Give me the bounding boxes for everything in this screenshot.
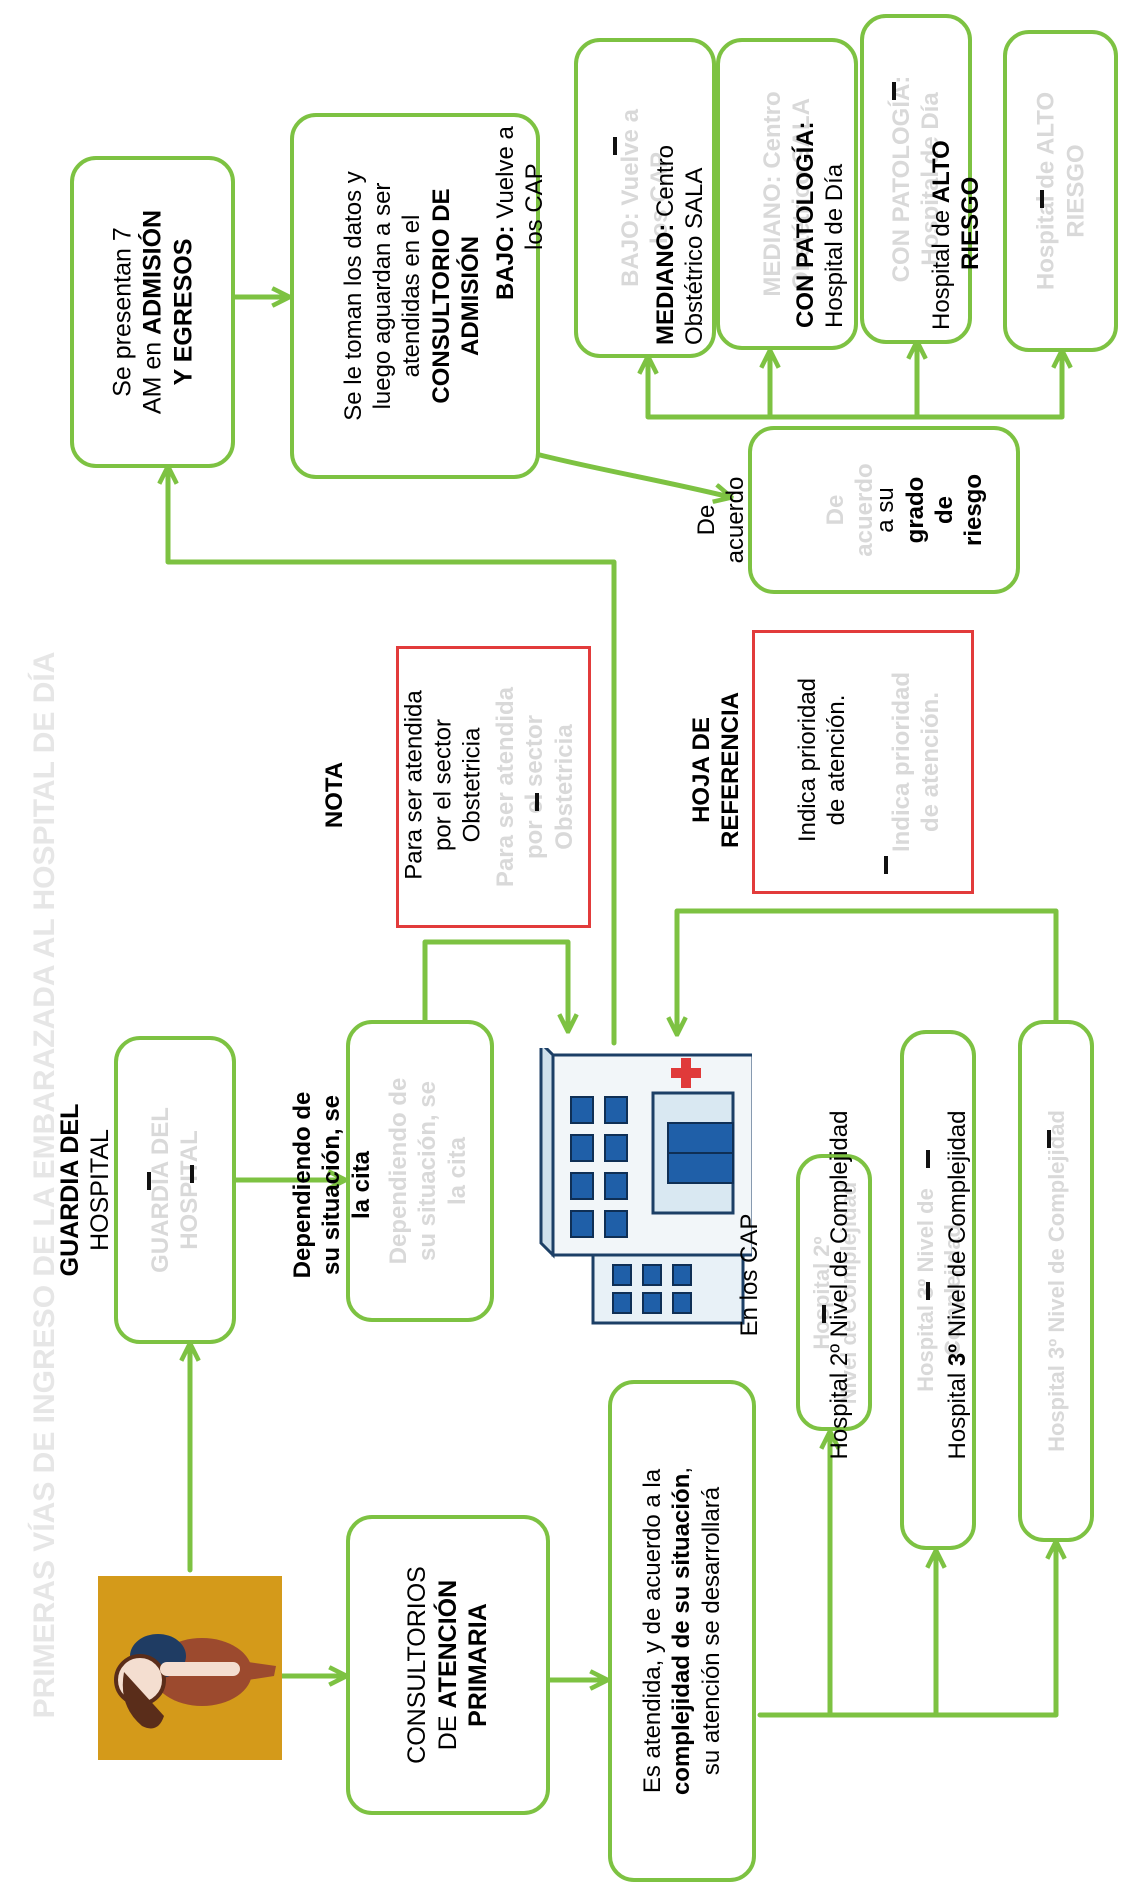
complejidad-line1: Es atendida, y de acuerdo a la (639, 1468, 667, 1794)
patient-avatar (98, 1576, 282, 1760)
arrow-dependiendo-hospital (422, 939, 568, 1030)
consultorio-line2: luego aguardan a ser (369, 182, 397, 410)
primaria-line4: PRIMARIA (464, 1603, 493, 1727)
tick-mark (926, 1150, 930, 1168)
risk-box-bajo (574, 38, 716, 358)
hoja-title: HOJA DE REFERENCIA (687, 692, 744, 849)
hosp2-text: Hospital 2º Nivel de Complejidad (826, 1110, 854, 1460)
consultorio-line1: Se le toman los datos y (339, 171, 367, 421)
primaria-line3: ATENCIÓN (433, 1579, 462, 1709)
tick-mark (884, 856, 888, 874)
consultorio-line3: atendidas en el (398, 214, 426, 378)
admision-line3: ADMISIÓN (138, 209, 167, 335)
hoja-box (752, 630, 974, 894)
admision-line1: Se presentan 7 (107, 227, 136, 397)
grado-text: a su grado de riesgo (872, 473, 988, 547)
primaria-line2: DE (433, 1715, 462, 1751)
hospital-building-icon (539, 1048, 752, 1325)
guardia-text: GUARDIA DEL HOSPITAL (55, 1103, 115, 1277)
bajo-text: BAJO: Vuelve a los CAP (491, 126, 548, 300)
tick-mark (147, 1172, 151, 1190)
admision-line2: AM en (138, 341, 167, 415)
grado-lead-text: De acuerdo (692, 476, 749, 564)
consultorio-line4: CONSULTORIO DE (427, 188, 455, 404)
tick-mark (926, 1282, 930, 1300)
nota-box (396, 646, 591, 928)
admision-box (70, 156, 235, 468)
risk-box-extra (1003, 30, 1118, 352)
patologia-text: CON PATOLOGÍA: Hospital de Día (791, 121, 848, 328)
consultorio-admision-box (290, 113, 540, 479)
nota-title: NOTA (321, 761, 349, 829)
tick-mark (1047, 1130, 1051, 1148)
tick-mark (822, 1305, 826, 1323)
hosp3-text: Hospital 3º Nivel de Complejidad (944, 1110, 972, 1460)
grado-box (748, 426, 1020, 594)
arrow-complejidad-hospitals (757, 1543, 1056, 1718)
complejidad-box (608, 1380, 756, 1882)
mediano-text: MEDIANO: Centro Obstétrico SALA (651, 144, 708, 345)
primaria-line1: CONSULTORIOS (403, 1566, 432, 1764)
admision-line4: Y EGRESOS (168, 238, 197, 386)
arrow-consultorio-grado (537, 452, 730, 497)
arrow-grado-risk (648, 358, 751, 420)
tick-mark (1040, 190, 1044, 208)
guardia-box (114, 1036, 236, 1344)
risk-box-patologia (716, 38, 858, 350)
risk-box-alto (860, 14, 972, 344)
hosp3-box (900, 1030, 976, 1550)
dependiendo-box (346, 1020, 494, 1322)
tick-mark (190, 1165, 194, 1183)
tick-mark (535, 793, 539, 811)
complejidad-line3: su atención se desarrollará (697, 1486, 725, 1776)
complejidad-line2: complejidad de su situación, (668, 1466, 696, 1796)
tick-mark (892, 82, 896, 100)
primaria-box (346, 1515, 550, 1815)
alto-text: Hospital de ALTO RIESGO (927, 140, 984, 330)
caps-label: En los CAP (736, 1213, 764, 1337)
hosp2-box (796, 1154, 872, 1431)
hoja-text: Indica prioridad de atención. (793, 677, 850, 843)
dependiendo-text: Dependiendo de su situación, se la cita (289, 1091, 375, 1279)
arrow-hosp4-hospital (677, 908, 1059, 1033)
nota-text: Para ser atendida por el sector Obstetri… (399, 690, 486, 880)
hosp4-box (1018, 1020, 1094, 1542)
arrow-grado-risk-a (745, 352, 1062, 420)
tick-mark (613, 137, 617, 155)
arrow-hospital-admision (168, 468, 617, 1046)
pregnant-woman-icon (114, 1634, 276, 1729)
